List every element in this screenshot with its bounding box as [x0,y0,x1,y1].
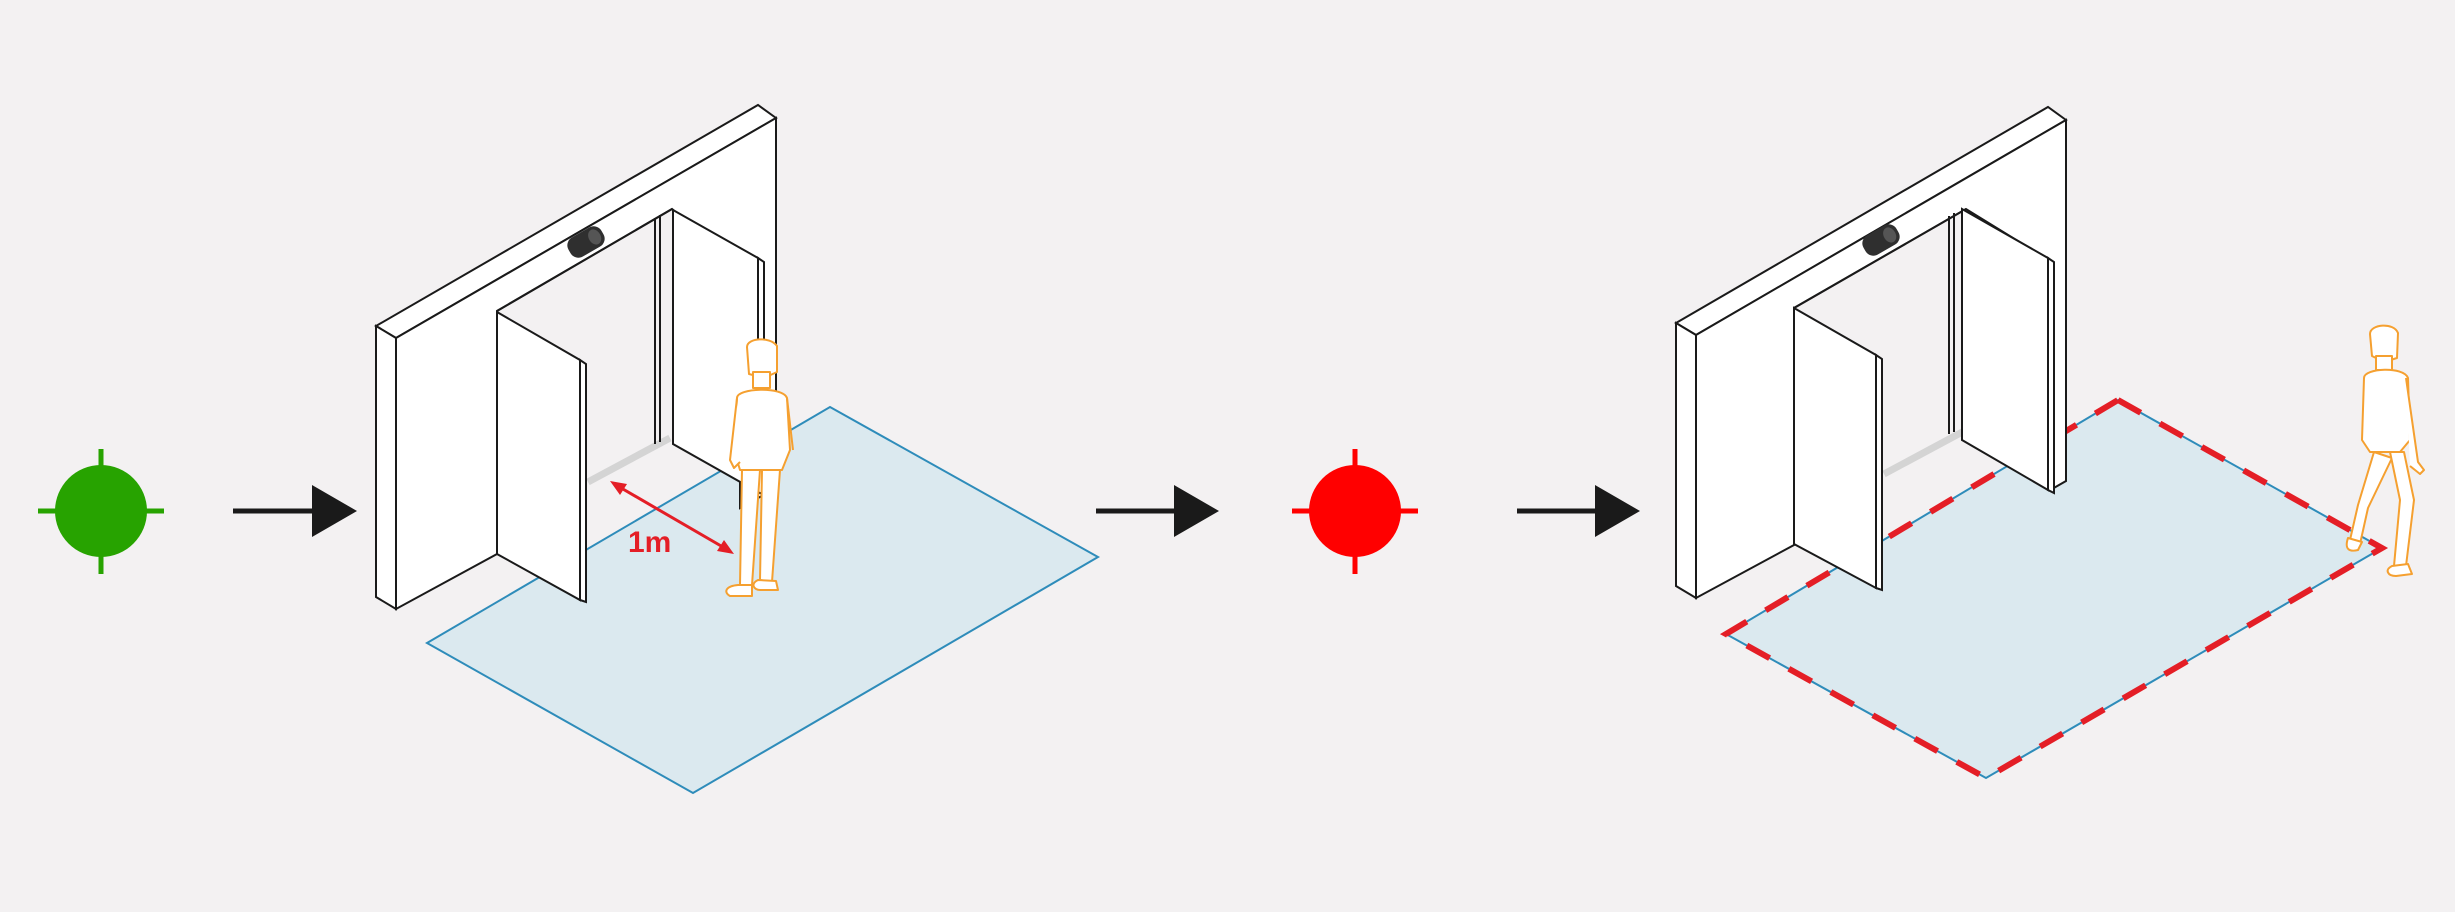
person-icon [725,338,794,597]
measurement-label: 1m [628,526,671,559]
door-frame-side [1675,321,1697,600]
person-icon [2345,324,2425,577]
door-leaf-right [1961,207,2049,492]
door-leaf-left [1793,306,1877,590]
arrow-right-icon [1096,485,1219,537]
sensor-camera-icon [1862,224,1900,256]
door-scene-person-leaving [1674,105,2425,782]
floor-track [586,434,672,486]
sensor-active-dot [55,465,147,557]
door-leaf-left [496,310,581,602]
sensor-alert-dot [1309,465,1401,557]
door-frame-side [375,324,397,611]
floor-track [1882,426,1968,478]
measurement-arrow [610,481,734,554]
sensor-camera-icon [567,226,605,258]
door-scene-person-in-zone: 1m [374,103,1101,795]
arrow-right-icon [233,485,357,537]
sensor-active-icon [38,449,164,574]
sensor-alert-icon [1292,449,1418,574]
arrow-right-icon [1517,485,1640,537]
